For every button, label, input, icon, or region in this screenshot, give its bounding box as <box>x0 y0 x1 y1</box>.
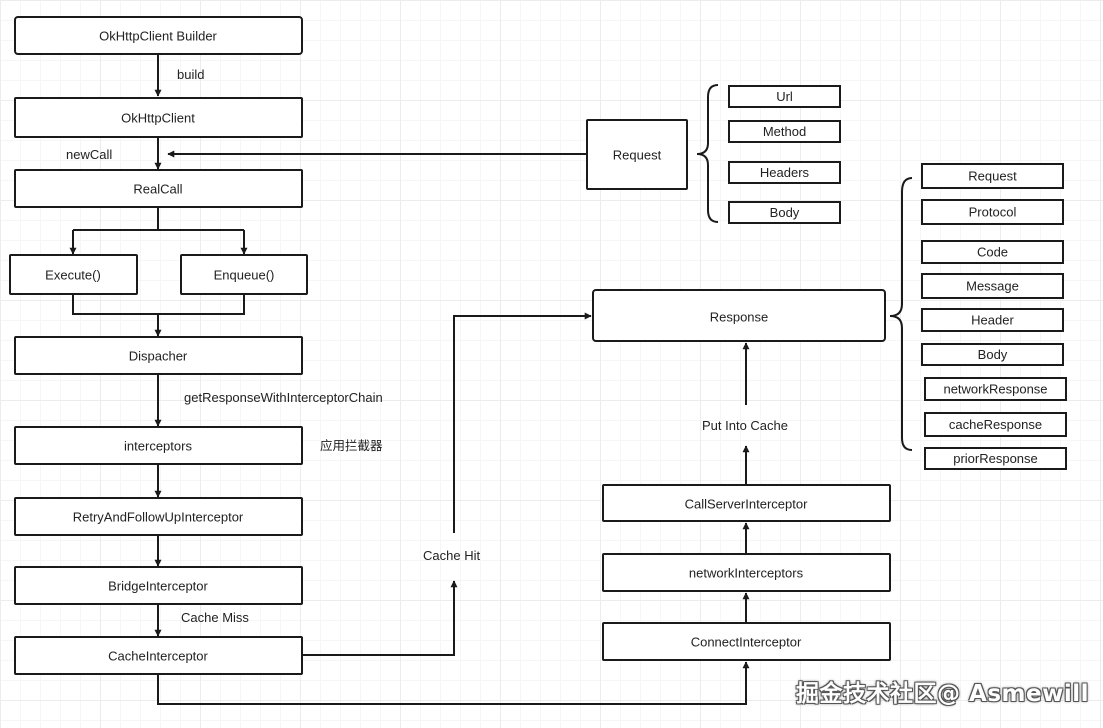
svg-text:Header: Header <box>971 313 1014 328</box>
request-field-headers-box: Headers <box>728 161 841 184</box>
svg-text:cacheResponse: cacheResponse <box>949 417 1042 432</box>
enqueue-node: Enqueue() <box>180 254 308 295</box>
edge-realcall-split <box>73 207 244 231</box>
svg-text:Protocol: Protocol <box>969 205 1017 220</box>
svg-text:Enqueue(): Enqueue() <box>214 268 275 283</box>
request-field-body-box: Body <box>728 201 841 224</box>
cache-interceptor-node: CacheInterceptor <box>14 636 303 675</box>
svg-text:Execute(): Execute() <box>45 268 101 283</box>
execute-node: Execute() <box>9 254 138 295</box>
request-field-url-box: Url <box>728 85 841 108</box>
response-field-request-box: Request <box>921 163 1064 189</box>
cache-miss-label: Cache Miss <box>181 610 249 625</box>
response-field-message-box: Message <box>921 273 1064 299</box>
interceptors-node: interceptors <box>14 426 303 465</box>
svg-text:networkResponse: networkResponse <box>943 382 1047 397</box>
dispacher-node: Dispacher <box>14 336 303 375</box>
edge-cache-miss-to-connect <box>157 661 750 705</box>
okhttpclient-node: OkHttpClient <box>14 97 303 138</box>
svg-text:CallServerInterceptor: CallServerInterceptor <box>685 497 808 512</box>
svg-text:OkHttpClient Builder: OkHttpClient Builder <box>99 29 217 44</box>
newcall-label: newCall <box>66 147 112 162</box>
request-field-method-box: Method <box>728 120 841 143</box>
svg-text:priorResponse: priorResponse <box>953 451 1038 466</box>
response-fields-brace <box>889 177 913 451</box>
svg-text:Response: Response <box>710 310 769 325</box>
get-response-chain-label: getResponseWithInterceptorChain <box>184 390 383 405</box>
svg-text:interceptors: interceptors <box>124 439 192 454</box>
response-field-networkresponse-box: networkResponse <box>924 377 1067 401</box>
svg-text:Request: Request <box>613 148 662 163</box>
response-field-protocol-box: Protocol <box>921 199 1064 225</box>
watermark: 掘金技术社区@ Asmewill <box>796 681 1089 707</box>
svg-text:Request: Request <box>968 169 1017 184</box>
svg-text:Message: Message <box>966 279 1019 294</box>
svg-text:Url: Url <box>776 89 793 104</box>
response-node: Response <box>592 289 886 342</box>
response-field-cacheresponse-box: cacheResponse <box>924 412 1067 437</box>
cache-hit-label: Cache Hit <box>423 548 480 563</box>
retry-follow-up-interceptor-node: RetryAndFollowUpInterceptor <box>14 497 303 536</box>
svg-text:Headers: Headers <box>760 165 810 180</box>
network-interceptors-node: networkInterceptors <box>602 553 891 592</box>
put-into-cache-label: Put Into Cache <box>702 418 788 433</box>
svg-text:Body: Body <box>770 205 800 220</box>
svg-text:Body: Body <box>978 347 1008 362</box>
svg-text:Dispacher: Dispacher <box>129 349 188 364</box>
svg-text:CacheInterceptor: CacheInterceptor <box>108 649 208 664</box>
connect-interceptor-node: ConnectInterceptor <box>602 622 891 661</box>
edge-cache-hit-up <box>302 580 458 656</box>
svg-text:RetryAndFollowUpInterceptor: RetryAndFollowUpInterceptor <box>73 510 244 525</box>
request-fields-brace <box>696 84 719 223</box>
svg-text:ConnectInterceptor: ConnectInterceptor <box>691 635 802 650</box>
okhttpclient-builder-node: OkHttpClient Builder <box>14 16 303 55</box>
call-server-interceptor-node: CallServerInterceptor <box>602 484 891 522</box>
request-node: Request <box>586 119 688 190</box>
svg-text:Code: Code <box>977 245 1008 260</box>
svg-text:OkHttpClient: OkHttpClient <box>121 111 195 126</box>
application-interceptor-label: 应用拦截器 <box>320 438 383 453</box>
bridge-interceptor-node: BridgeInterceptor <box>14 566 303 605</box>
build-label: build <box>177 67 204 82</box>
svg-text:networkInterceptors: networkInterceptors <box>689 566 804 581</box>
edge-cache-hit-to-response <box>453 312 592 533</box>
response-field-body-box: Body <box>921 343 1064 366</box>
response-field-code-box: Code <box>921 240 1064 264</box>
response-field-priorresponse-box: priorResponse <box>924 447 1067 470</box>
svg-text:BridgeInterceptor: BridgeInterceptor <box>108 579 208 594</box>
svg-text:Method: Method <box>763 124 806 139</box>
realcall-node: RealCall <box>14 169 303 208</box>
svg-text:RealCall: RealCall <box>133 182 182 197</box>
response-field-header-box: Header <box>921 308 1064 332</box>
